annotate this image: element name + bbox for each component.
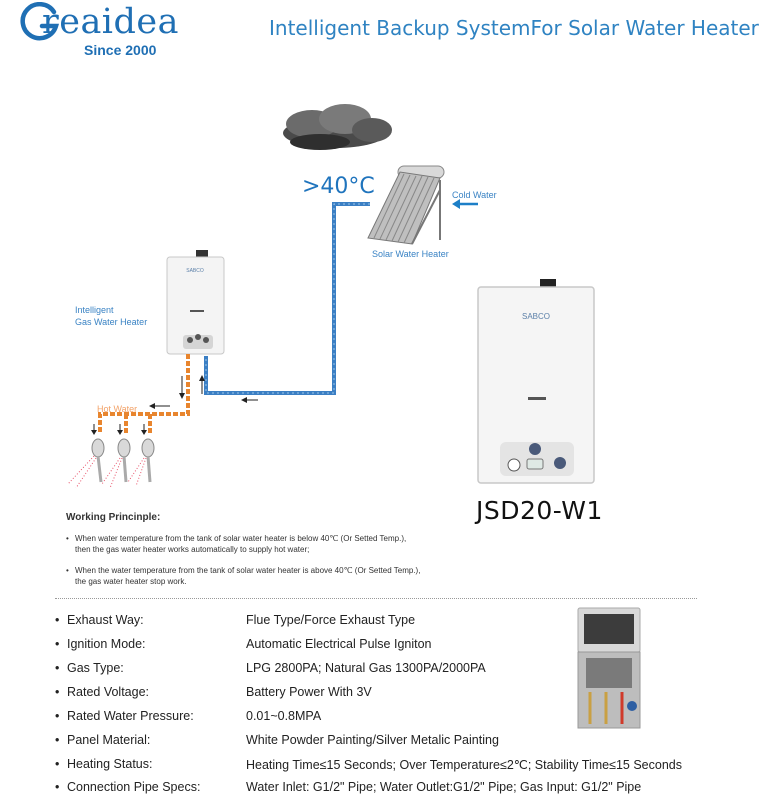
page-title: Intelligent Backup SystemFor Solar Water… bbox=[269, 16, 759, 40]
heater-internal-icon bbox=[577, 607, 641, 729]
spec-value: Automatic Electrical Pulse Igniton bbox=[246, 637, 432, 651]
gas-water-heater-icon bbox=[166, 250, 225, 355]
spec-row: •Panel Material:White Powder Painting/Si… bbox=[55, 733, 499, 747]
brand-name: reaidea bbox=[42, 2, 179, 42]
gas-heater-label-line1: Intelligent bbox=[75, 305, 114, 315]
temperature-threshold-label: >40°C bbox=[302, 174, 375, 199]
spec-label: Gas Type: bbox=[67, 661, 124, 675]
principle-note-2-line2: the gas water heater stop work. bbox=[75, 577, 187, 586]
spec-value: White Powder Painting/Silver Metalic Pai… bbox=[246, 733, 499, 747]
spec-value: Water Inlet: G1/2" Pipe; Water Outlet:G1… bbox=[246, 780, 642, 794]
spec-label: Connection Pipe Specs: bbox=[67, 780, 201, 794]
spec-value: Battery Power With 3V bbox=[246, 685, 372, 699]
brand-tagline: Since 2000 bbox=[84, 42, 157, 58]
product-water-heater-image bbox=[477, 279, 595, 484]
spec-row: •Rated Water Pressure:0.01~0.8MPA bbox=[55, 709, 322, 723]
hot-water-label: Hot Water bbox=[97, 404, 138, 414]
spec-row: •Gas Type:LPG 2800PA; Natural Gas 1300PA… bbox=[55, 661, 486, 675]
spec-value: Heating Time≤15 Seconds; Over Temperatur… bbox=[246, 758, 682, 772]
spec-label: Heating Status: bbox=[67, 757, 153, 771]
spec-label: Rated Water Pressure: bbox=[67, 709, 194, 723]
system-diagram: SABCO SABCO bbox=[67, 104, 595, 489]
principle-note-1-line1: When water temperature from the tank of … bbox=[75, 534, 407, 543]
product-heater-logo: SABCO bbox=[522, 312, 550, 321]
principle-note-2: •When the water temperature from the tan… bbox=[66, 565, 496, 587]
spec-row: •Connection Pipe Specs:Water Inlet: G1/2… bbox=[55, 780, 642, 794]
small-heater-logo: SABCO bbox=[186, 268, 204, 274]
hot-water-pipe bbox=[98, 354, 190, 434]
hot-supply-pipe bbox=[204, 202, 370, 395]
product-model: JSD20-W1 bbox=[476, 496, 603, 525]
working-principle-title: Working Princinple: bbox=[66, 512, 161, 523]
spec-label: Rated Voltage: bbox=[67, 685, 150, 699]
brand-logo: reaidea Since 2000 bbox=[20, 0, 190, 64]
principle-note-1-line2: then the gas water heater works automati… bbox=[75, 545, 310, 554]
spec-value: 0.01~0.8MPA bbox=[246, 709, 322, 723]
shower-heads-icon bbox=[67, 438, 155, 489]
spec-label: Exhaust Way: bbox=[67, 613, 144, 627]
principle-note-1: •When water temperature from the tank of… bbox=[66, 533, 496, 555]
spec-value: LPG 2800PA; Natural Gas 1300PA/2000PA bbox=[246, 661, 486, 675]
spec-label: Panel Material: bbox=[67, 733, 151, 747]
spec-label: Ignition Mode: bbox=[67, 637, 146, 651]
solar-heater-label: Solar Water Heater bbox=[372, 249, 449, 259]
spec-row: •Exhaust Way:Flue Type/Force Exhaust Typ… bbox=[55, 613, 416, 627]
brand-g-mark-icon bbox=[20, 2, 60, 41]
principle-note-2-line1: When the water temperature from the tank… bbox=[75, 566, 421, 575]
spec-row: •Heating Status:Heating Time≤15 Seconds;… bbox=[55, 757, 682, 772]
cloud-icon bbox=[283, 104, 392, 150]
gas-heater-label-line2: Gas Water Heater bbox=[75, 317, 148, 327]
cold-water-label: Cold Water bbox=[452, 190, 497, 200]
section-divider bbox=[55, 598, 697, 599]
cold-water-arrow-icon bbox=[452, 199, 478, 209]
spec-row: •Rated Voltage:Battery Power With 3V bbox=[55, 685, 372, 699]
solar-water-heater-icon bbox=[367, 165, 445, 245]
spec-row: •Ignition Mode:Automatic Electrical Puls… bbox=[55, 637, 432, 651]
spec-value: Flue Type/Force Exhaust Type bbox=[246, 613, 416, 627]
